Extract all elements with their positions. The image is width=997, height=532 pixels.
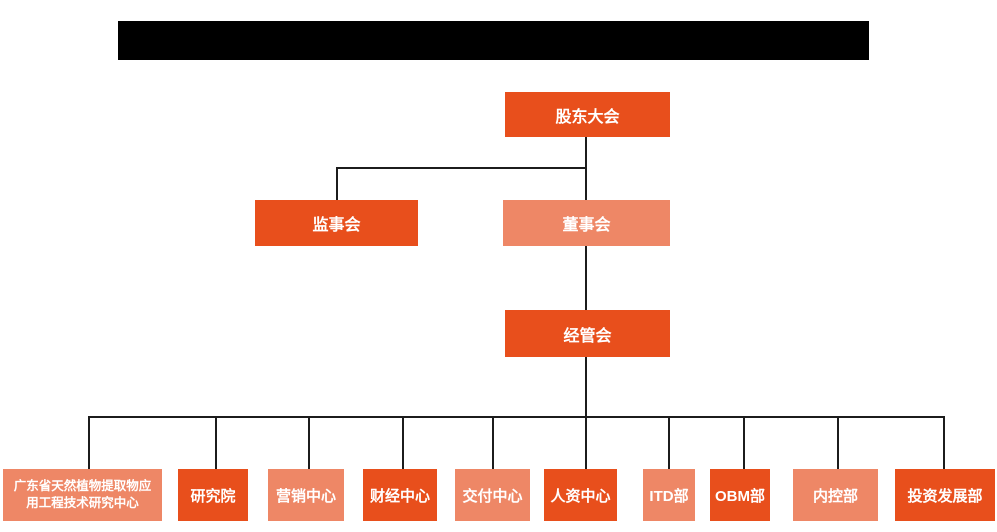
org-box-marketing-center: 营销中心 [268,469,344,521]
connector-board-down [585,246,587,310]
org-box-hr-center: 人资中心 [544,469,617,521]
connector-drop-4 [402,416,404,469]
org-box-label: 研究院 [190,487,236,505]
connector-drop-3 [308,416,310,469]
org-box-label: OBM部 [715,487,765,505]
org-box-itd-dept: ITD部 [643,469,695,521]
org-box-label: 交付中心 [462,487,523,505]
connector-drop-7 [668,416,670,469]
org-box-label: 投资发展部 [907,487,983,505]
org-box-label: 内控部 [812,487,858,505]
connector-departments-bus [88,416,945,418]
connector-drop-8 [743,416,745,469]
org-box-label: 股东大会 [555,108,620,126]
connector-drop-5 [492,416,494,469]
org-box-internal-control-dept: 内控部 [793,469,878,521]
org-box-board-of-directors: 董事会 [503,200,670,246]
redacted-title-bar [118,21,869,60]
org-box-label: 财经中心 [369,487,430,505]
org-box-delivery-center: 交付中心 [455,469,530,521]
org-box-label: 董事会 [562,217,611,234]
org-box-finance-center: 财经中心 [363,469,437,521]
connector-supervisory-drop [336,167,338,200]
org-box-label: 监事会 [312,217,361,234]
org-box-label: ITD部 [649,487,689,505]
connector-drop-2 [215,416,217,469]
org-box-label: 营销中心 [275,487,336,505]
org-box-research-center: 广东省天然植物提取物应用工程技术研究中心 [3,469,162,521]
org-box-supervisory-board: 监事会 [255,200,418,246]
org-box-management-committee: 经管会 [505,310,670,357]
org-box-shareholders-meeting: 股东大会 [505,92,670,137]
connector-drop-9 [837,416,839,469]
org-box-label: 人资中心 [550,487,611,505]
org-box-investment-development-dept: 投资发展部 [895,469,995,521]
org-box-label: 经管会 [563,327,612,345]
org-box-obm-dept: OBM部 [710,469,770,521]
org-box-research-institute: 研究院 [178,469,248,521]
connector-drop-1 [88,416,90,469]
connector-management-down [585,357,587,469]
connector-supervisory-branch [336,167,587,169]
org-box-label: 广东省天然植物提取物应用工程技术研究中心 [13,479,152,510]
connector-drop-10 [943,416,945,469]
